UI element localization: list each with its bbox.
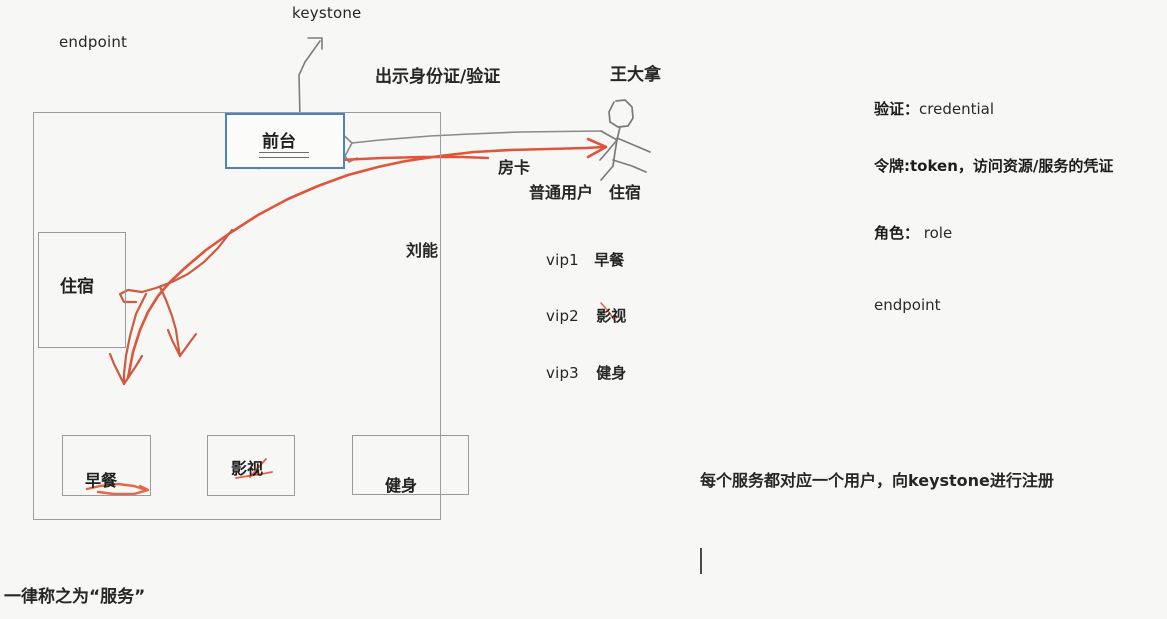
service-box-media [207,435,295,496]
keystone-label: keystone [292,4,362,22]
glossary-term: 角色： [874,224,920,242]
user-tier-service: 住宿 [608,183,641,202]
glossary-term: 验证： [874,100,920,118]
front-desk-box[interactable] [225,113,345,169]
service-box-gym [352,435,469,495]
service-box-gym-label: 健身 [385,476,418,495]
user-tier-row: vip2 影视 [546,308,626,326]
front-desk-underline-1 [259,152,309,153]
user-tier-row: 普通用户 住宿 [529,184,641,203]
lodging-box [38,232,126,348]
glossary-definition: token，访问资源/服务的凭证 [910,157,1114,175]
user-tier-service: 影视 [596,307,627,325]
person-name-label: 王大拿 [610,65,661,85]
service-box-breakfast [62,435,151,496]
text-caret-icon [700,548,702,574]
glossary-item: 角色： role [874,222,952,243]
lodging-box-label: 住宿 [60,277,94,297]
front-desk-box-label: 前台 [262,132,296,152]
user-tier-service: 健身 [596,364,627,382]
glossary-item: endpoint [874,296,941,314]
user-tier-name: vip1 [546,251,579,269]
user-tier-name: vip3 [546,364,579,382]
staff-name-label: 刘能 [406,241,439,260]
glossary-term: 令牌: [874,157,910,175]
service-registration-note: 每个服务都对应一个用户，向keystone进行注册 [700,471,1054,490]
glossary-definition: role [919,224,953,242]
all-called-service-note: 一律称之为“服务” [4,587,146,607]
service-box-breakfast-label: 早餐 [85,471,118,490]
endpoint-label: endpoint [59,33,128,51]
glossary-definition: endpoint [874,296,941,314]
service-box-media-label: 影视 [231,459,264,478]
glossary-item: 验证：credential [874,98,994,119]
hotel-outer-box [33,112,441,520]
room-card-label: 房卡 [498,158,531,177]
user-tier-name: vip2 [546,307,579,325]
arrow-up-icon [298,37,323,119]
user-tier-name: 普通用户 [529,183,594,202]
show-id-verify-label: 出示身份证/验证 [375,67,501,87]
user-tier-row: vip1 早餐 [546,252,624,270]
stick-figure-icon [599,99,651,181]
front-desk-underline-2 [259,157,309,158]
glossary-definition: credential [919,100,994,118]
glossary-item: 令牌:token，访问资源/服务的凭证 [874,155,1113,176]
user-tier-row: vip3 健身 [546,365,626,383]
user-tier-service: 早餐 [594,251,625,269]
